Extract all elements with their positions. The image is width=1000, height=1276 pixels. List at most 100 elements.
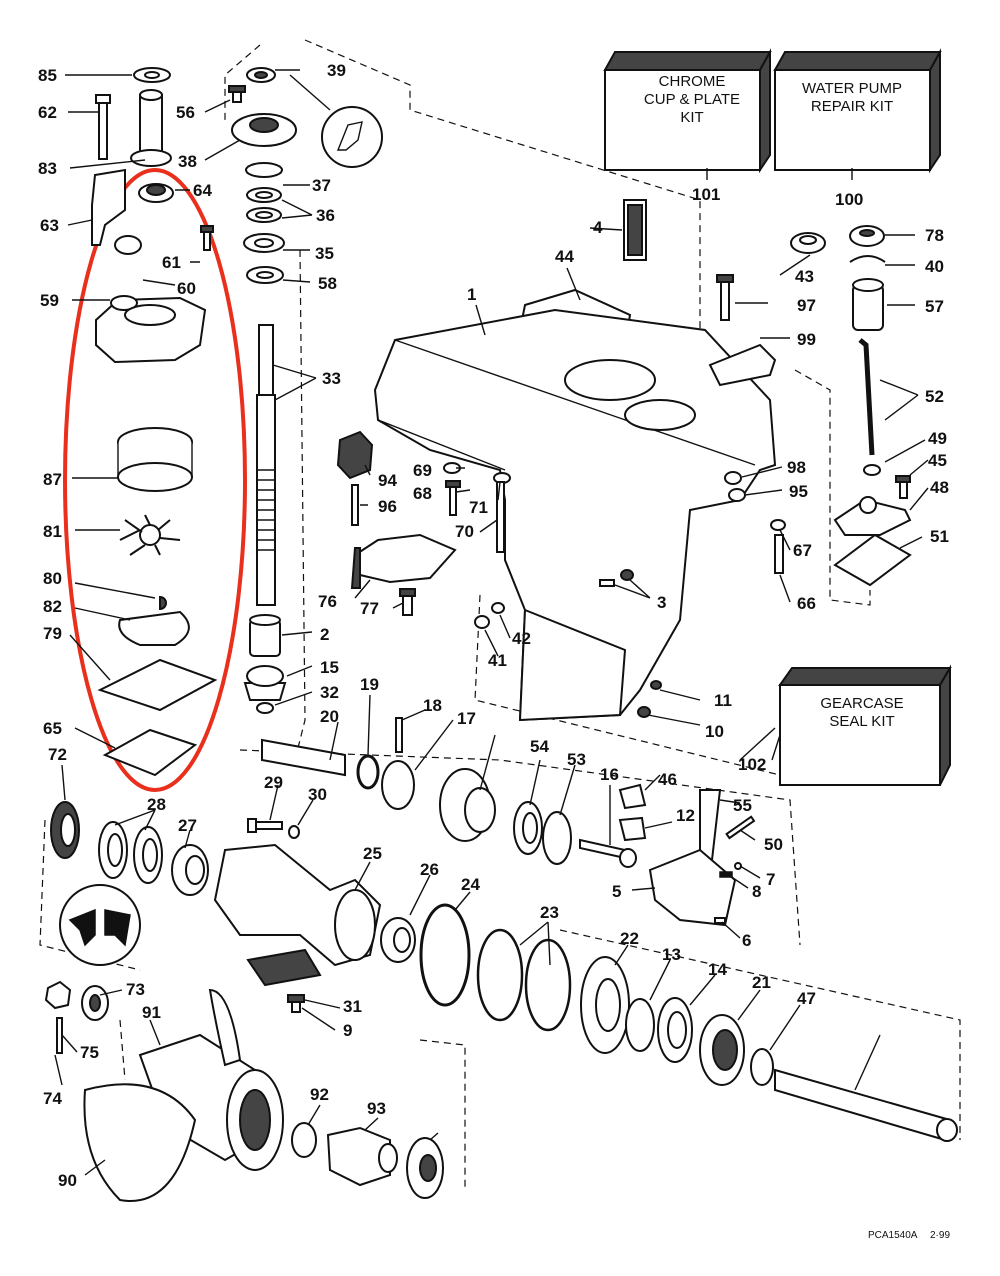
callout: 91	[142, 1003, 161, 1022]
callout: 63	[40, 216, 59, 235]
callout-numbers: 85 62 83 63 56 39 38 37 36 35 58 64 61 6…	[38, 61, 949, 1190]
callout: 17	[457, 709, 476, 728]
callout: 54	[530, 737, 549, 756]
callout: 70	[455, 522, 474, 541]
callout: 56	[176, 103, 195, 122]
kit-102-line2: SEAL KIT	[829, 713, 894, 730]
callout: 30	[308, 785, 327, 804]
callout: 78	[925, 226, 944, 245]
callout: 53	[567, 750, 586, 769]
callout: 4	[593, 218, 603, 237]
callout: 25	[363, 844, 382, 863]
callout: 73	[126, 980, 145, 999]
callout: 85	[38, 66, 57, 85]
callout: 12	[676, 806, 695, 825]
kit-100-line1: WATER PUMP	[802, 80, 902, 97]
kit-box-102: GEARCASE SEAL KIT	[778, 664, 952, 786]
callout: 2	[320, 625, 329, 644]
callout: 5	[612, 882, 621, 901]
callout: 38	[178, 152, 197, 171]
callout: 14	[708, 960, 727, 979]
kit-102-line1: GEARCASE	[820, 695, 903, 712]
callout: 82	[43, 597, 62, 616]
callout: 32	[320, 683, 339, 702]
callout: 55	[733, 796, 752, 815]
callout: 92	[310, 1085, 329, 1104]
callout: 28	[147, 795, 166, 814]
callout: 33	[322, 369, 341, 388]
callout: 15	[320, 658, 339, 677]
callout: 23	[540, 903, 559, 922]
callout: 87	[43, 470, 62, 489]
callout: 6	[742, 931, 751, 950]
callout: 69	[413, 461, 432, 480]
kit-101-line1: CHROME	[659, 73, 726, 90]
callout: 46	[658, 770, 677, 789]
callout: 18	[423, 696, 442, 715]
callout: 26	[420, 860, 439, 879]
callout: 77	[360, 599, 379, 618]
callout: 42	[512, 629, 531, 648]
callout: 61	[162, 253, 181, 272]
callout: 35	[315, 244, 334, 263]
kit-100-line2: REPAIR KIT	[811, 98, 893, 115]
callout: 97	[797, 296, 816, 315]
kit-102-number: 102	[738, 755, 766, 774]
callout: 39	[327, 61, 346, 80]
callout: 74	[43, 1089, 62, 1108]
doc-code: PCA1540A	[868, 1230, 918, 1241]
callout: 94	[378, 471, 397, 490]
callout: 9	[343, 1021, 352, 1040]
callout: 90	[58, 1171, 77, 1190]
callout: 3	[657, 593, 666, 612]
doc-date: 2·99	[930, 1230, 950, 1241]
callout: 1	[467, 285, 476, 304]
callout: 95	[789, 482, 808, 501]
callout: 64	[193, 181, 212, 200]
callout: 81	[43, 522, 62, 541]
kit-101-number: 101	[692, 185, 720, 204]
callout: 29	[264, 773, 283, 792]
callout: 36	[316, 206, 335, 225]
callout: 99	[797, 330, 816, 349]
callout: 41	[488, 651, 507, 670]
callout: 98	[787, 458, 806, 477]
part-drawings	[44, 67, 958, 1202]
callout: 96	[378, 497, 397, 516]
callout: 10	[705, 722, 724, 741]
callout: 13	[662, 945, 681, 964]
callout: 93	[367, 1099, 386, 1118]
callout: 50	[764, 835, 783, 854]
callout: 11	[714, 691, 732, 710]
callout: 19	[360, 675, 379, 694]
callout: 75	[80, 1043, 99, 1062]
callout: 80	[43, 569, 62, 588]
callout: 27	[178, 816, 197, 835]
kit-100-number: 100	[835, 190, 863, 209]
highlight-ellipse	[63, 168, 247, 792]
callout: 65	[43, 719, 62, 738]
callout: 47	[797, 989, 816, 1008]
callout: 83	[38, 159, 57, 178]
callout: 49	[928, 429, 947, 448]
callout: 40	[925, 257, 944, 276]
callout: 37	[312, 176, 331, 195]
callout: 62	[38, 103, 57, 122]
callout: 66	[797, 594, 816, 613]
callout: 45	[928, 451, 947, 470]
callout: 58	[318, 274, 337, 293]
callout: 44	[555, 247, 574, 266]
callout: 68	[413, 484, 432, 503]
callout: 57	[925, 297, 944, 316]
callout: 59	[40, 291, 59, 310]
callout: 31	[343, 997, 362, 1016]
kit-101-line2: CUP & PLATE	[644, 91, 740, 108]
callout: 8	[752, 882, 761, 901]
callout: 24	[461, 875, 480, 894]
callout: 22	[620, 929, 639, 948]
callout: 21	[752, 973, 771, 992]
callout: 20	[320, 707, 339, 726]
callout: 7	[766, 870, 775, 889]
callout: 51	[930, 527, 949, 546]
